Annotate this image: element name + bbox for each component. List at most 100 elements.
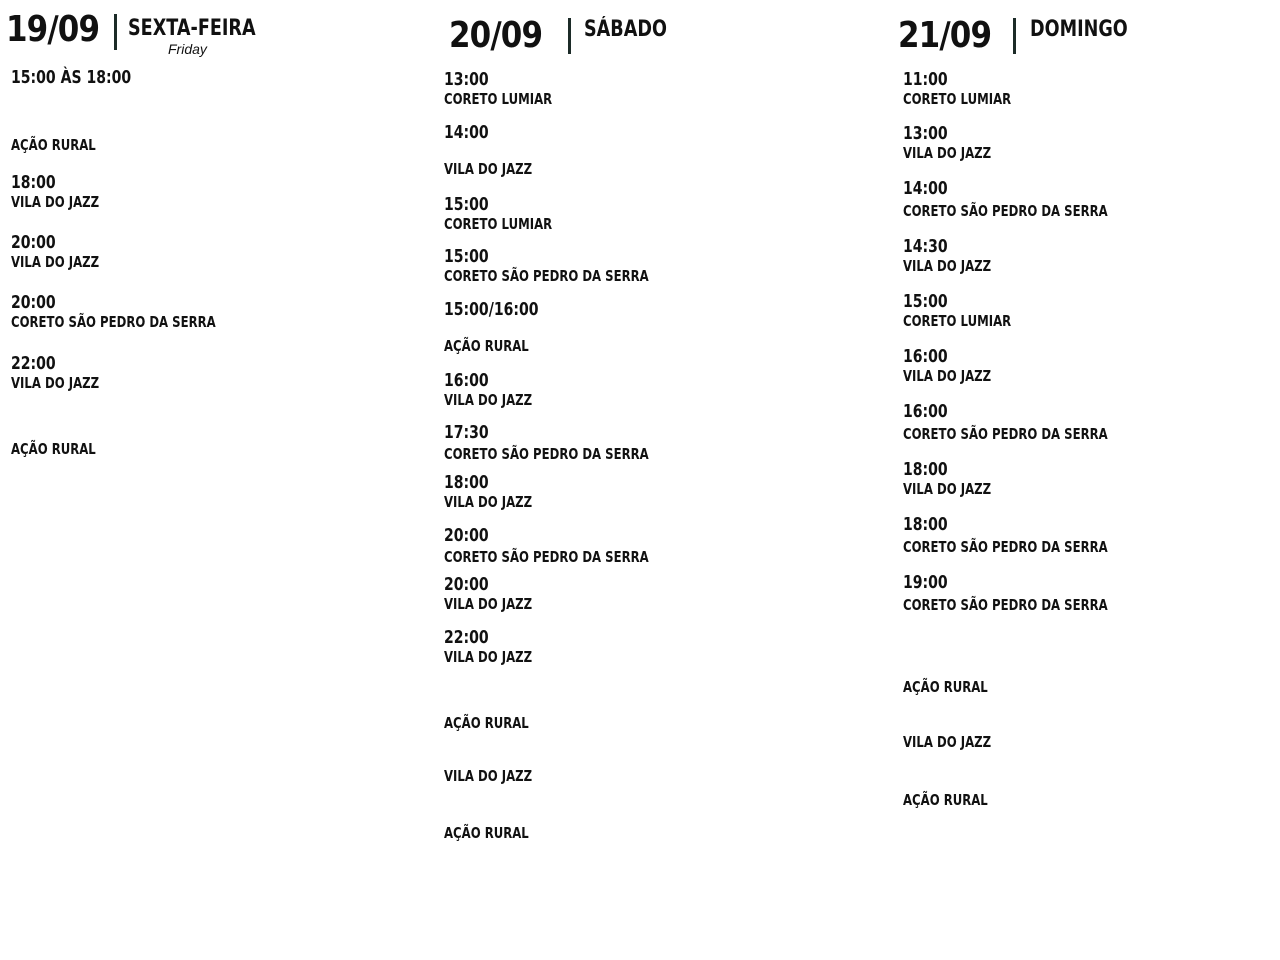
schedule-item: 20:00 CORETO SÃO PEDRO DA SERRA <box>444 525 649 567</box>
event-venue: AÇÃO RURAL <box>903 791 988 809</box>
schedule-item: 14:00 <box>444 123 489 143</box>
event-venue: VILA DO JAZZ <box>11 253 100 271</box>
schedule-item: 15:00 ÀS 18:00 <box>11 68 131 88</box>
event-time: 16:00 <box>903 401 948 422</box>
day-date: 20/09 <box>449 15 543 56</box>
event-time: 13:00 <box>903 123 948 144</box>
schedule-item: 11:00 CORETO LUMIAR <box>903 70 1012 109</box>
schedule-item: AÇÃO RURAL <box>11 440 96 458</box>
event-venue: CORETO LUMIAR <box>444 215 553 233</box>
event-venue: VILA DO JAZZ <box>11 374 100 392</box>
event-venue: VILA DO JAZZ <box>903 480 992 498</box>
schedule-item: 20:00 VILA DO JAZZ <box>444 574 532 614</box>
schedule-item: 14:30 VILA DO JAZZ <box>903 236 992 276</box>
schedule-item: AÇÃO RURAL <box>444 824 529 842</box>
schedule-item: 18:00 VILA DO JAZZ <box>11 172 100 212</box>
event-time: 18:00 <box>903 514 948 535</box>
event-venue: CORETO SÃO PEDRO DA SERRA <box>903 425 1108 443</box>
schedule-item: 13:00 CORETO LUMIAR <box>444 69 553 109</box>
schedule-item: AÇÃO RURAL <box>11 136 96 154</box>
header-divider <box>1013 18 1016 54</box>
event-time: 15:00 <box>903 291 948 312</box>
event-time: 15:00 ÀS 18:00 <box>11 67 132 88</box>
schedule-item: 20:00 CORETO SÃO PEDRO DA SERRA <box>11 292 216 332</box>
schedule-item: AÇÃO RURAL <box>903 678 988 696</box>
schedule-item: 14:00 CORETO SÃO PEDRO DA SERRA <box>903 178 1108 221</box>
event-time: 19:00 <box>903 572 948 593</box>
event-venue: CORETO SÃO PEDRO DA SERRA <box>444 445 649 463</box>
schedule-item: 16:00 VILA DO JAZZ <box>444 370 533 410</box>
day-column-sunday: 21/09 DOMINGO 11:00 CORETO LUMIAR 13:00 … <box>896 0 1276 960</box>
event-venue: AÇÃO RURAL <box>11 440 96 458</box>
event-time: 18:00 <box>903 459 948 480</box>
event-time: 13:00 <box>444 69 489 90</box>
event-time: 16:00 <box>903 346 948 367</box>
event-time: 16:00 <box>444 370 489 391</box>
day-name: DOMINGO <box>1030 17 1128 42</box>
event-venue: VILA DO JAZZ <box>903 367 992 385</box>
schedule-item: 22:00 VILA DO JAZZ <box>444 627 533 667</box>
day-column-saturday: 20/09 SÁBADO 13:00 CORETO LUMIAR 14:00 V… <box>444 0 874 960</box>
schedule-item: 15:00 CORETO SÃO PEDRO DA SERRA <box>444 246 649 286</box>
schedule-item: VILA DO JAZZ <box>444 767 532 785</box>
event-venue: VILA DO JAZZ <box>444 391 533 409</box>
event-venue: AÇÃO RURAL <box>444 714 529 732</box>
event-venue: CORETO SÃO PEDRO DA SERRA <box>903 538 1108 556</box>
day-name: SÁBADO <box>584 17 667 42</box>
event-time: 20:00 <box>444 574 489 595</box>
event-venue: VILA DO JAZZ <box>444 160 533 178</box>
event-time: 20:00 <box>11 292 56 313</box>
event-venue: CORETO SÃO PEDRO DA SERRA <box>903 596 1108 614</box>
day-name-english: Friday <box>168 41 207 57</box>
schedule-item: AÇÃO RURAL <box>444 337 529 355</box>
event-venue: VILA DO JAZZ <box>903 257 992 275</box>
schedule-item: 15:00/16:00 <box>444 300 539 320</box>
schedule-item: 16:00 VILA DO JAZZ <box>903 346 992 386</box>
day-name: SEXTA-FEIRA <box>128 16 256 41</box>
schedule-item: 15:00 CORETO LUMIAR <box>903 291 1012 331</box>
schedule-item: 17:30 CORETO SÃO PEDRO DA SERRA <box>444 422 649 464</box>
event-time: 17:30 <box>444 422 489 443</box>
schedule-item: 15:00 CORETO LUMIAR <box>444 194 553 234</box>
event-time: 14:30 <box>903 236 948 257</box>
event-venue: AÇÃO RURAL <box>11 136 96 154</box>
schedule-item: 22:00 VILA DO JAZZ <box>11 353 100 393</box>
schedule-item: AÇÃO RURAL <box>444 714 529 732</box>
event-time: 15:00/16:00 <box>444 299 539 320</box>
event-venue: CORETO SÃO PEDRO DA SERRA <box>444 267 649 285</box>
event-time: 15:00 <box>444 246 489 267</box>
event-time: 18:00 <box>11 172 56 193</box>
event-time: 14:00 <box>444 122 489 143</box>
schedule-item: 18:00 CORETO SÃO PEDRO DA SERRA <box>903 514 1108 557</box>
day-date: 19/09 <box>6 9 100 50</box>
event-venue: AÇÃO RURAL <box>444 824 529 842</box>
schedule-item: VILA DO JAZZ <box>903 733 991 751</box>
event-venue: CORETO LUMIAR <box>903 90 1012 108</box>
event-venue: VILA DO JAZZ <box>903 144 992 162</box>
header-divider <box>568 18 571 54</box>
header-divider <box>114 14 117 50</box>
event-venue: CORETO LUMIAR <box>903 312 1012 330</box>
event-venue: CORETO SÃO PEDRO DA SERRA <box>11 313 216 331</box>
schedule-item: 13:00 VILA DO JAZZ <box>903 123 992 163</box>
schedule-item: 20:00 VILA DO JAZZ <box>11 233 100 272</box>
schedule-item: 19:00 CORETO SÃO PEDRO DA SERRA <box>903 572 1108 615</box>
event-venue: AÇÃO RURAL <box>444 337 529 355</box>
event-time: 15:00 <box>444 194 489 215</box>
event-time: 22:00 <box>444 627 489 648</box>
event-venue: VILA DO JAZZ <box>444 648 533 666</box>
schedule-item: 18:00 VILA DO JAZZ <box>903 459 992 499</box>
schedule-item: 16:00 CORETO SÃO PEDRO DA SERRA <box>903 401 1108 444</box>
event-venue: AÇÃO RURAL <box>903 678 988 696</box>
event-time: 22:00 <box>11 353 56 374</box>
event-venue: VILA DO JAZZ <box>11 193 100 211</box>
day-column-friday: 19/09 SEXTA-FEIRA Friday 15:00 ÀS 18:00 … <box>6 0 426 960</box>
day-date: 21/09 <box>898 15 992 56</box>
event-venue: CORETO LUMIAR <box>444 90 553 108</box>
event-time: 18:00 <box>444 472 489 493</box>
event-venue: VILA DO JAZZ <box>903 733 992 751</box>
event-venue: CORETO SÃO PEDRO DA SERRA <box>444 548 649 566</box>
event-time: 20:00 <box>444 525 489 546</box>
event-venue: VILA DO JAZZ <box>444 767 533 785</box>
event-time: 14:00 <box>903 178 948 199</box>
